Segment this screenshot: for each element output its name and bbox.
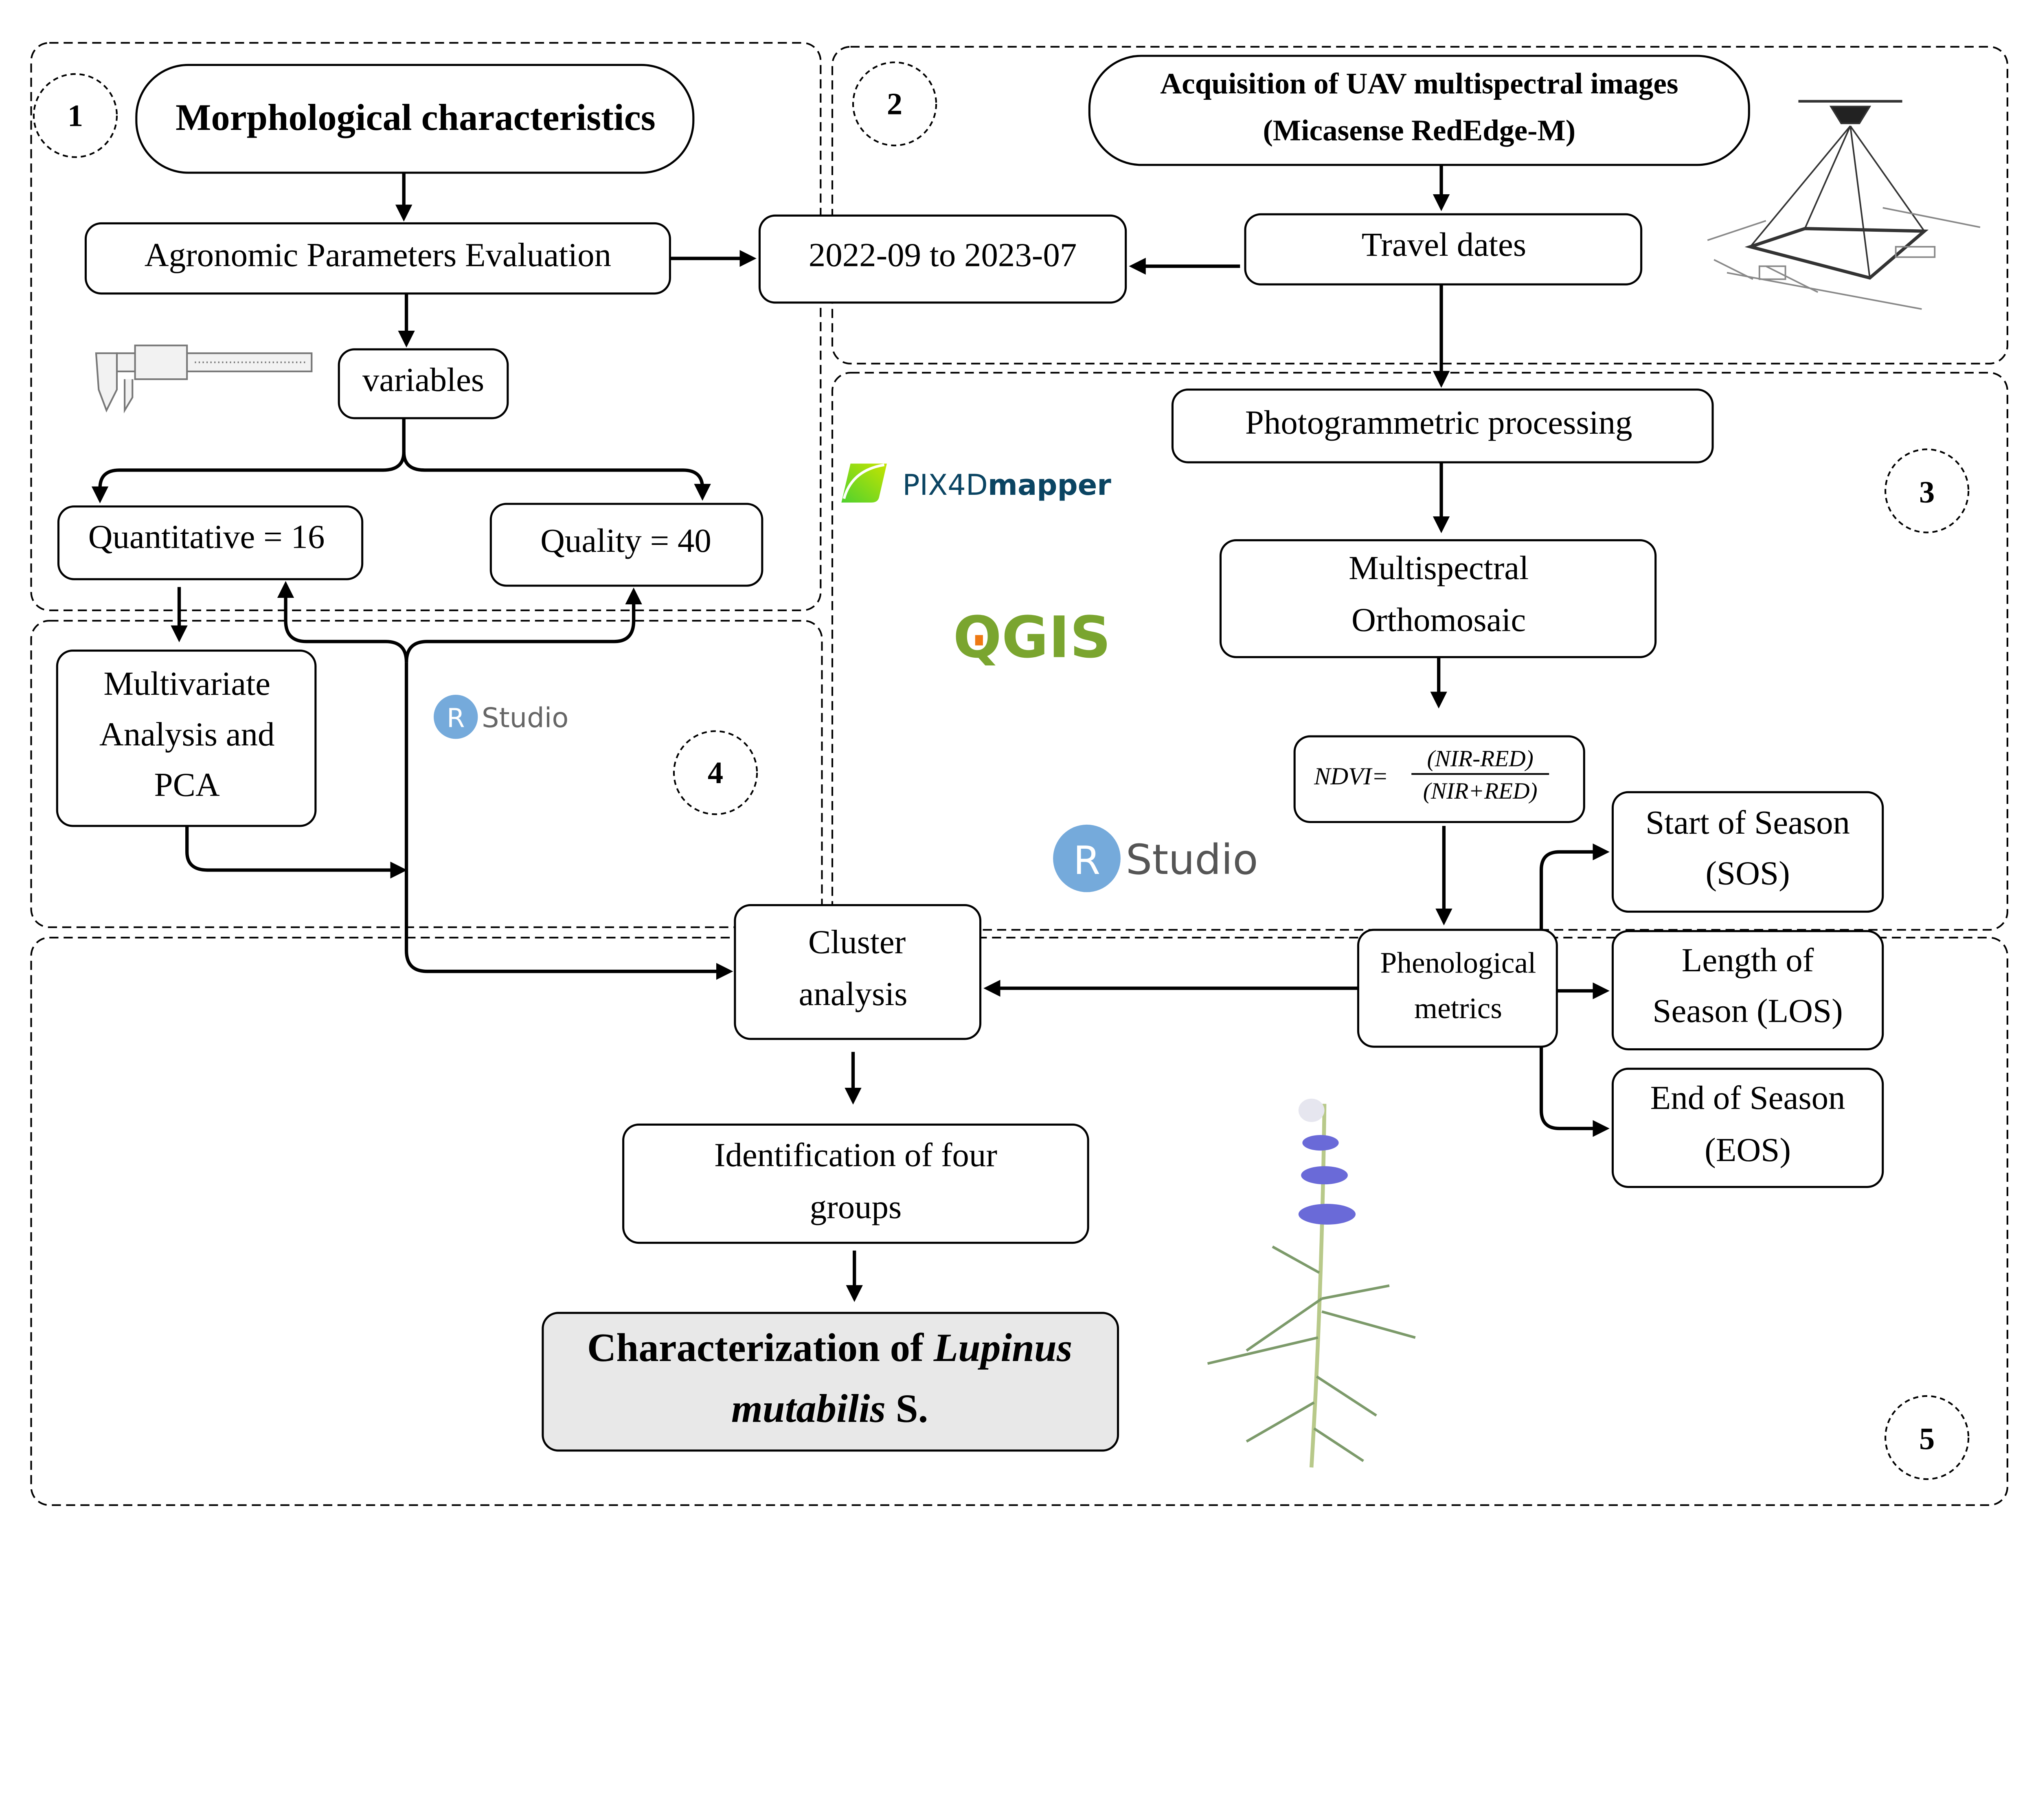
phenological-metrics-box: Phenological metrics (1357, 929, 1558, 1048)
section-3-number: 3 (1919, 475, 1935, 509)
cluster-label-line2: analysis (799, 975, 907, 1012)
travel-dates-label: Travel dates (1362, 226, 1526, 263)
photogrammetric-label: Photogrammetric processing (1245, 404, 1632, 441)
date-range-box: 2022-09 to 2023-07 (758, 214, 1127, 304)
section-5-number: 5 (1919, 1422, 1935, 1456)
los-label-line2: Season (LOS) (1652, 992, 1843, 1030)
quantitative-label: Quantitative = 16 (88, 518, 325, 555)
cluster-label-line1: Cluster (808, 923, 906, 961)
date-range-label: 2022-09 to 2023-07 (809, 236, 1077, 274)
quality-box: Quality = 40 (489, 503, 764, 587)
workflow-diagram: 1 2 3 4 5 Morphological characteristics … (30, 42, 2008, 1506)
section-2-number: 2 (887, 87, 902, 121)
multivariate-label-line3: PCA (154, 766, 220, 804)
agronomic-label: Agronomic Parameters Evaluation (145, 236, 611, 274)
characterization-box: Characterization of Lupinus mutabilis S. (542, 1312, 1119, 1452)
svg-text:Studio: Studio (482, 702, 568, 734)
section-3-marker: 3 (1885, 448, 1970, 533)
sos-label-line2: (SOS) (1705, 854, 1790, 892)
sos-label-line1: Start of Season (1645, 804, 1850, 841)
rstudio-logo-small: R Studio (434, 694, 568, 739)
section-5-marker: 5 (1885, 1395, 1970, 1480)
ndvi-lhs: NDVI= (1314, 763, 1388, 790)
region-1 (30, 42, 822, 611)
section-2-marker: 2 (852, 61, 937, 147)
region-4 (30, 620, 823, 928)
morph-label: Morphological characteristics (176, 97, 656, 138)
phenological-label-line2: metrics (1414, 992, 1502, 1025)
identification-label-line2: groups (810, 1188, 902, 1225)
length-of-season-box: Length of Season (LOS) (1611, 930, 1884, 1051)
drone-mapping-icon (1707, 100, 1981, 310)
los-label-line1: Length of (1682, 941, 1814, 979)
orthomosaic-label-line2: Orthomosaic (1351, 601, 1526, 639)
eos-label-line1: End of Season (1650, 1079, 1845, 1116)
travel-dates-box: Travel dates (1244, 213, 1643, 285)
identification-label-line1: Identification of four (714, 1136, 997, 1174)
section-4-number: 4 (708, 755, 723, 790)
identification-groups-box: Identification of four groups (622, 1123, 1089, 1244)
ndvi-denominator: (NIR+RED) (1423, 778, 1538, 804)
svg-text:R: R (447, 704, 465, 734)
lupinus-plant-illustration (1207, 1098, 1416, 1468)
ndvi-formula-box: NDVI= (NIR-RED) (NIR+RED) (1293, 735, 1585, 823)
variables-box: variables (338, 348, 509, 419)
acquisition-label-line1: Acquisition of UAV multispectral images (1160, 67, 1678, 100)
section-1-number: 1 (68, 98, 83, 133)
phenological-label-line1: Phenological (1380, 946, 1536, 979)
variables-label: variables (362, 361, 484, 398)
region-2 (831, 46, 2008, 364)
cluster-analysis-box: Cluster analysis (734, 904, 982, 1040)
photogrammetric-processing-box: Photogrammetric processing (1171, 389, 1714, 463)
characterization-line2: mutabilis S. (731, 1387, 928, 1431)
end-of-season-box: End of Season (EOS) (1611, 1067, 1884, 1188)
svg-text:PIX4Dmapper: PIX4Dmapper (902, 468, 1111, 502)
eos-label-line2: (EOS) (1705, 1131, 1791, 1168)
acquisition-label-line2: (Micasense RedEdge-M) (1263, 114, 1575, 147)
quantitative-box: Quantitative = 16 (57, 505, 364, 580)
rstudio-logo-large: R Studio (1053, 824, 1258, 892)
connectors (91, 165, 1610, 1302)
agronomic-parameters-box: Agronomic Parameters Evaluation (84, 222, 671, 295)
pix4dmapper-logo: PIX4Dmapper (841, 463, 1111, 503)
multivariate-pca-box: Multivariate Analysis and PCA (56, 650, 317, 827)
section-4-marker: 4 (673, 730, 758, 815)
caliper-icon (95, 345, 313, 414)
ndvi-numerator: (NIR-RED) (1427, 746, 1534, 771)
section-1-marker: 1 (33, 73, 118, 158)
svg-text:Studio: Studio (1126, 836, 1258, 884)
multivariate-label-line2: Analysis and (99, 715, 275, 753)
orthomosaic-label-line1: Multispectral (1349, 549, 1529, 586)
region-5 (30, 937, 2008, 1506)
morphological-characteristics-box: Morphological characteristics (135, 64, 695, 174)
multispectral-orthomosaic-box: Multispectral Orthomosaic (1219, 539, 1657, 659)
svg-text:R: R (1073, 838, 1100, 883)
uav-acquisition-box: Acquisition of UAV multispectral images … (1088, 55, 1750, 166)
start-of-season-box: Start of Season (SOS) (1611, 791, 1884, 913)
characterization-line1: Characterization of Lupinus (587, 1326, 1073, 1370)
multivariate-label-line1: Multivariate (103, 665, 270, 702)
quality-label: Quality = 40 (540, 522, 711, 559)
qgis-logo: QGIS (953, 605, 1111, 671)
